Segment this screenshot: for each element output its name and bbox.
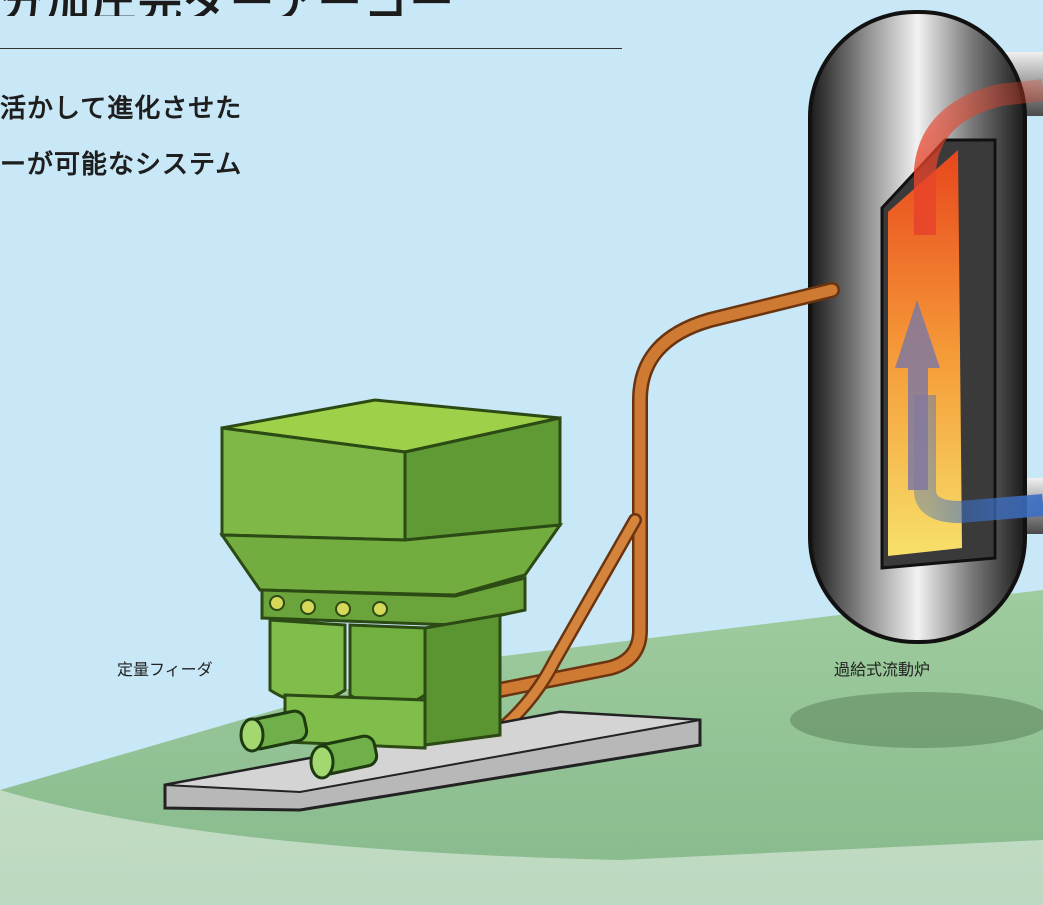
feeder-cylinder-left [268, 618, 347, 704]
bolt [335, 601, 351, 617]
motor-left [239, 709, 309, 753]
hopper-cone [219, 523, 564, 597]
ground-shadow [0, 790, 1043, 905]
page-title: 分加圧完ダーアーコー [0, 0, 640, 16]
feed-pipe-upper-fill [494, 284, 838, 696]
furnace-shadow [790, 692, 1043, 748]
headline-line-1: 活かして進化させた [0, 94, 243, 124]
feeder-body-right [423, 613, 502, 747]
title-divider [0, 48, 622, 49]
bolt [300, 599, 316, 615]
bolt [269, 595, 285, 611]
feeder-ring [260, 576, 527, 627]
air-flow [914, 395, 1043, 524]
headline-line-2: ーが可能なシステム [0, 150, 243, 180]
feeder-label: 定量フィーダ [117, 660, 213, 679]
hot-gas-flow [914, 79, 1043, 235]
motor-right [309, 734, 379, 780]
upward-arrow [895, 300, 940, 490]
furnace-label: 過給式流動炉 [834, 660, 931, 679]
bolt [372, 601, 388, 617]
feeder-cylinder-right [348, 623, 427, 709]
